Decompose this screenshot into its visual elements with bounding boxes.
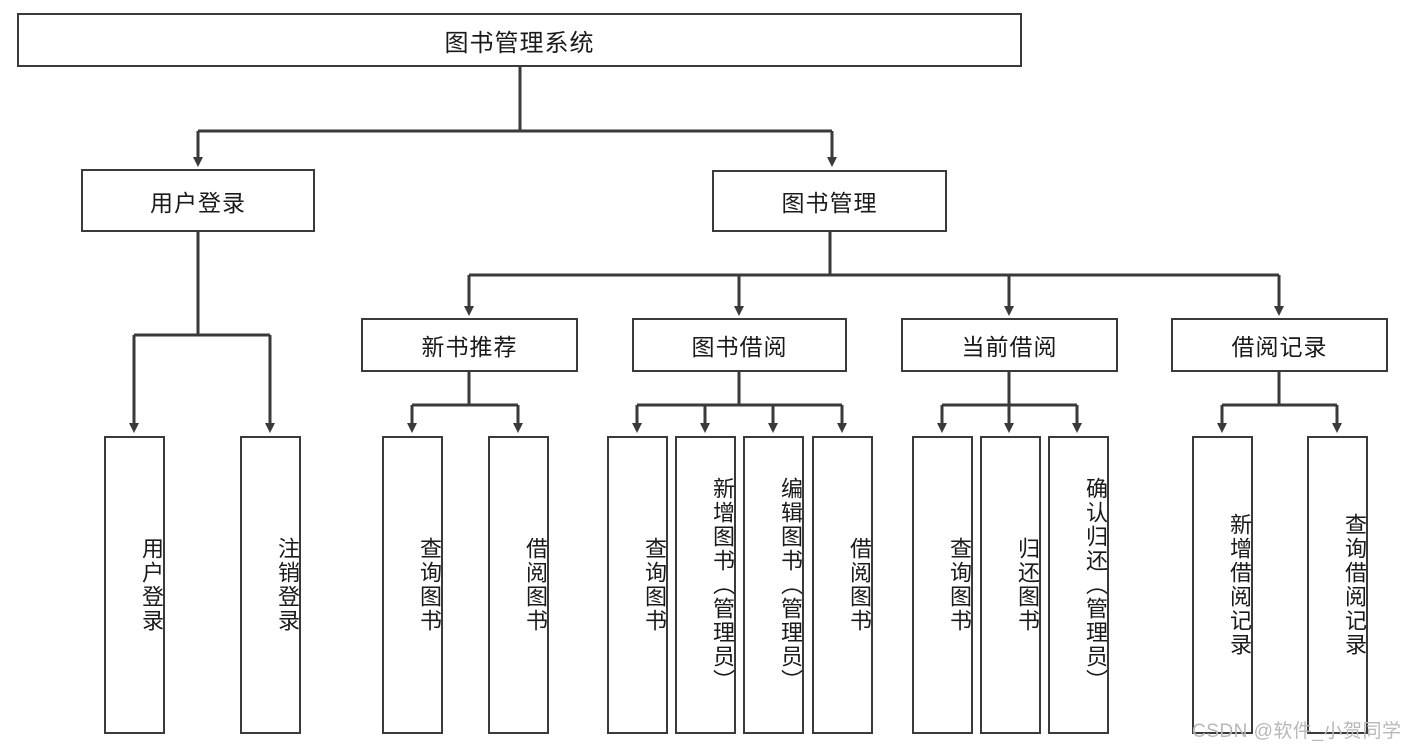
leaf-current-borrow-confirm-return-admin[interactable]: 确认归还（管理员） — [1048, 436, 1109, 734]
node-label: 借阅记录 — [1231, 334, 1328, 360]
node-label: 查询图书 — [642, 537, 667, 633]
leaf-borrow-record-query-record[interactable]: 查询借阅记录 — [1307, 436, 1368, 734]
node-label: 新书推荐 — [421, 334, 518, 360]
node-label: 借阅图书 — [847, 537, 872, 633]
node-new-book-recommend[interactable]: 新书推荐 — [361, 318, 578, 372]
leaf-book-borrow-add-book-admin[interactable]: 新增图书（管理员） — [675, 436, 736, 734]
leaf-current-borrow-return-book[interactable]: 归还图书 — [980, 436, 1041, 734]
node-label: 图书借阅 — [691, 334, 788, 360]
leaf-new-book-borrow-book[interactable]: 借阅图书 — [488, 436, 549, 734]
leaf-book-borrow-edit-book-admin[interactable]: 编辑图书（管理员） — [743, 436, 804, 734]
node-label: 归还图书 — [1015, 537, 1040, 633]
leaf-new-book-query-book[interactable]: 查询图书 — [382, 436, 443, 734]
node-label: 新增借阅记录 — [1227, 513, 1252, 657]
watermark-text: CSDN @软件_小贺同学 — [1192, 721, 1402, 742]
node-user-login[interactable]: 用户登录 — [81, 169, 315, 232]
node-label: 图书管理 — [781, 190, 878, 216]
leaf-borrow-record-add-record[interactable]: 新增借阅记录 — [1192, 436, 1253, 734]
leaf-user-login-login[interactable]: 用户登录 — [104, 436, 165, 734]
node-label: 查询图书 — [947, 537, 972, 633]
node-label: 用户登录 — [150, 189, 246, 216]
node-label: 查询图书 — [417, 537, 442, 633]
leaf-user-login-logout[interactable]: 注销登录 — [240, 436, 301, 734]
node-root-system[interactable]: 图书管理系统 — [17, 13, 1022, 67]
node-book-borrow[interactable]: 图书借阅 — [632, 318, 847, 372]
node-current-borrow[interactable]: 当前借阅 — [901, 318, 1118, 372]
node-label: 用户登录 — [139, 537, 164, 633]
node-label: 编辑图书（管理员） — [778, 477, 803, 693]
node-book-management[interactable]: 图书管理 — [712, 170, 947, 232]
node-label: 注销登录 — [275, 537, 300, 633]
leaf-current-borrow-query-book[interactable]: 查询图书 — [912, 436, 973, 734]
leaf-book-borrow-borrow-book[interactable]: 借阅图书 — [812, 436, 873, 734]
leaf-book-borrow-query-book[interactable]: 查询图书 — [607, 436, 668, 734]
node-label: 借阅图书 — [523, 537, 548, 633]
node-label: 查询借阅记录 — [1342, 513, 1367, 657]
node-label: 新增图书（管理员） — [710, 477, 735, 693]
node-label: 图书管理系统 — [444, 29, 595, 57]
node-label: 确认归还（管理员） — [1083, 477, 1108, 693]
node-label: 当前借阅 — [961, 334, 1058, 360]
node-borrow-record[interactable]: 借阅记录 — [1171, 318, 1388, 372]
